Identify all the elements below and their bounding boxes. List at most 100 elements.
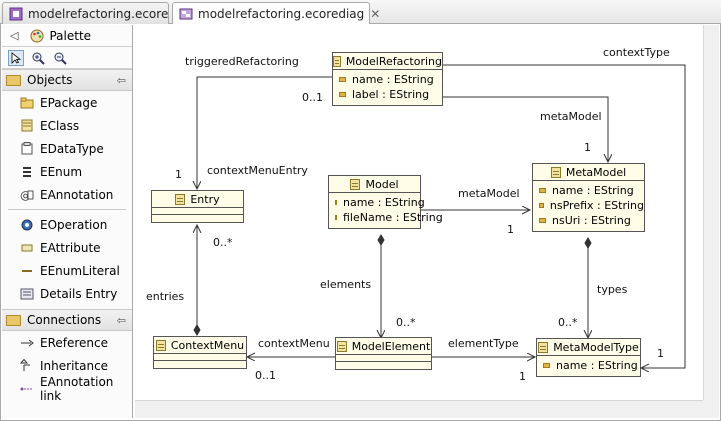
- multiplicity-label: 0..*: [558, 316, 578, 329]
- horizontal-scrollbar[interactable]: [135, 400, 703, 418]
- class-name: ContextMenu: [170, 338, 245, 352]
- class-name: Model: [365, 177, 399, 191]
- attribute-row[interactable]: name : EString: [533, 183, 644, 198]
- eattribute-icon: [335, 200, 337, 205]
- edge-meta-model-1[interactable]: [443, 96, 608, 162]
- palette-title: Palette: [49, 28, 92, 43]
- edge-label-context-menu: contextMenu: [258, 337, 330, 350]
- palette-item-epackage[interactable]: EPackage: [2, 91, 132, 114]
- palette-icon: [30, 29, 44, 43]
- palette-item-label: EAnnotation: [40, 187, 114, 202]
- tab-label: modelrefactoring.ecore: [28, 6, 169, 21]
- diagram-canvas[interactable]: ModelRefactoring name : EString label : …: [135, 25, 703, 400]
- edge-context-type[interactable]: [443, 64, 686, 368]
- class-model-refactoring[interactable]: ModelRefactoring name : EString label : …: [332, 52, 443, 106]
- drawer-toggle-icon[interactable]: ⇦: [116, 313, 126, 327]
- folder-open-icon: [6, 314, 21, 326]
- eattribute-icon: [539, 218, 546, 223]
- eenumliteral-icon: [20, 264, 34, 278]
- class-name: MetaModelType: [553, 340, 639, 354]
- class-model-element[interactable]: ModelElement: [335, 337, 432, 370]
- palette-item-eoperation[interactable]: EOperation: [2, 213, 132, 236]
- tab-label: modelrefactoring.ecorediag: [198, 7, 365, 21]
- palette-item-eattribute[interactable]: EAttribute: [2, 236, 132, 259]
- class-name: ModelElement: [351, 339, 431, 353]
- ecorediag-file-icon: [179, 7, 193, 21]
- attribute-row[interactable]: label : EString: [333, 87, 442, 102]
- eattribute-icon: [539, 203, 544, 208]
- select-tool-icon[interactable]: [8, 49, 24, 66]
- eoperation-icon: [20, 218, 34, 232]
- edge-label-context-type: contextType: [603, 46, 670, 59]
- multiplicity-label: 1: [507, 223, 514, 236]
- attribute-row[interactable]: name : EString: [333, 72, 442, 87]
- palette-tools: [2, 47, 132, 69]
- edge-label-element-type: elementType: [448, 337, 519, 350]
- scrollbar-corner: [703, 400, 719, 418]
- palette-item-eannotation-link[interactable]: EAnnotation link: [2, 374, 132, 403]
- palette-item-eclass[interactable]: EClass: [2, 114, 132, 137]
- edge-label-elements: elements: [320, 278, 372, 291]
- vertical-scrollbar[interactable]: [703, 25, 719, 400]
- eattribute-icon: [539, 188, 546, 193]
- eclass-icon: [538, 341, 549, 353]
- palette-item-label: EPackage: [40, 95, 98, 110]
- folder-open-icon: [6, 74, 21, 86]
- multiplicity-label: 1: [657, 347, 664, 360]
- palette-collapse-icon[interactable]: ◁: [10, 29, 19, 42]
- attribute-row[interactable]: name : EString: [329, 195, 425, 210]
- zoom-out-icon[interactable]: [52, 50, 68, 66]
- objects-drawer[interactable]: Objects ⇦: [2, 69, 132, 91]
- palette-item-eenumliteral[interactable]: EEnumLiteral: [2, 259, 132, 282]
- palette-panel: ◁ Palette Objects ⇦ EPackage EClass EDa: [2, 25, 133, 418]
- palette-item-ereference[interactable]: EReference: [2, 331, 132, 354]
- drawer-toggle-icon[interactable]: ⇦: [116, 73, 126, 87]
- palette-item-label: EReference: [40, 335, 109, 350]
- class-context-menu[interactable]: ContextMenu: [153, 336, 247, 369]
- eclass-icon: [175, 193, 186, 205]
- palette-item-label: EClass: [40, 118, 80, 133]
- class-model[interactable]: Model name : EString fileName : EString: [328, 175, 443, 229]
- palette-header: ◁ Palette: [2, 25, 132, 47]
- edge-triggered-refactoring[interactable]: [197, 76, 332, 189]
- class-name: MetaModel: [565, 165, 627, 179]
- attribute-row[interactable]: nsPrefix : EString: [533, 198, 644, 213]
- palette-item-label: Details Entry: [40, 286, 118, 301]
- edge-label-context-menu-entry: contextMenuEntry: [207, 164, 308, 177]
- close-tab-icon[interactable]: ✕: [370, 7, 381, 21]
- palette-item-details-entry[interactable]: Details Entry: [2, 282, 132, 305]
- tab-modelrefactoring-ecore[interactable]: modelrefactoring.ecore: [2, 2, 169, 24]
- edge-label-meta-model: metaModel: [540, 110, 602, 123]
- class-meta-model[interactable]: MetaModel name : EString nsPrefix : EStr…: [532, 163, 645, 232]
- class-name: ModelRefactoring: [345, 54, 442, 68]
- palette-item-edatatype[interactable]: EDataType: [2, 137, 132, 160]
- eclass-icon: [336, 340, 347, 352]
- palette-item-inheritance[interactable]: Inheritance: [2, 354, 132, 377]
- multiplicity-label: 0..1: [302, 91, 323, 104]
- eattribute-icon: [20, 241, 34, 255]
- palette-item-eannotation[interactable]: @ EAnnotation: [2, 183, 132, 206]
- palette-item-label: EOperation: [40, 217, 108, 232]
- eenum-icon: [20, 165, 34, 179]
- connections-drawer[interactable]: Connections ⇦: [2, 309, 132, 331]
- attribute-row[interactable]: nsUri : EString: [533, 213, 644, 228]
- eclass-icon: [350, 178, 361, 190]
- eattribute-icon: [339, 77, 346, 82]
- inheritance-icon: [20, 359, 34, 373]
- eclass-icon: [550, 166, 561, 178]
- class-entry[interactable]: Entry: [151, 190, 244, 223]
- class-meta-model-type[interactable]: MetaModelType name : EString: [536, 338, 641, 377]
- eannotation-link-icon: [20, 382, 34, 396]
- palette-separator: [8, 209, 126, 210]
- edge-label-triggered-refactoring: triggeredRefactoring: [185, 55, 299, 68]
- zoom-in-icon[interactable]: [30, 50, 46, 66]
- tab-modelrefactoring-ecorediag[interactable]: modelrefactoring.ecorediag ✕: [172, 2, 380, 25]
- attribute-row[interactable]: name : EString: [537, 358, 640, 373]
- editor-tab-strip: modelrefactoring.ecore modelrefactoring.…: [0, 0, 721, 25]
- palette-item-label: EAnnotation link: [40, 374, 114, 403]
- multiplicity-label: 0..1: [255, 369, 276, 382]
- palette-item-eenum[interactable]: EEnum: [2, 160, 132, 183]
- edge-label-meta-model: metaModel: [458, 187, 520, 200]
- attribute-row[interactable]: fileName : EString: [329, 210, 443, 225]
- edge-label-entries: entries: [146, 290, 185, 303]
